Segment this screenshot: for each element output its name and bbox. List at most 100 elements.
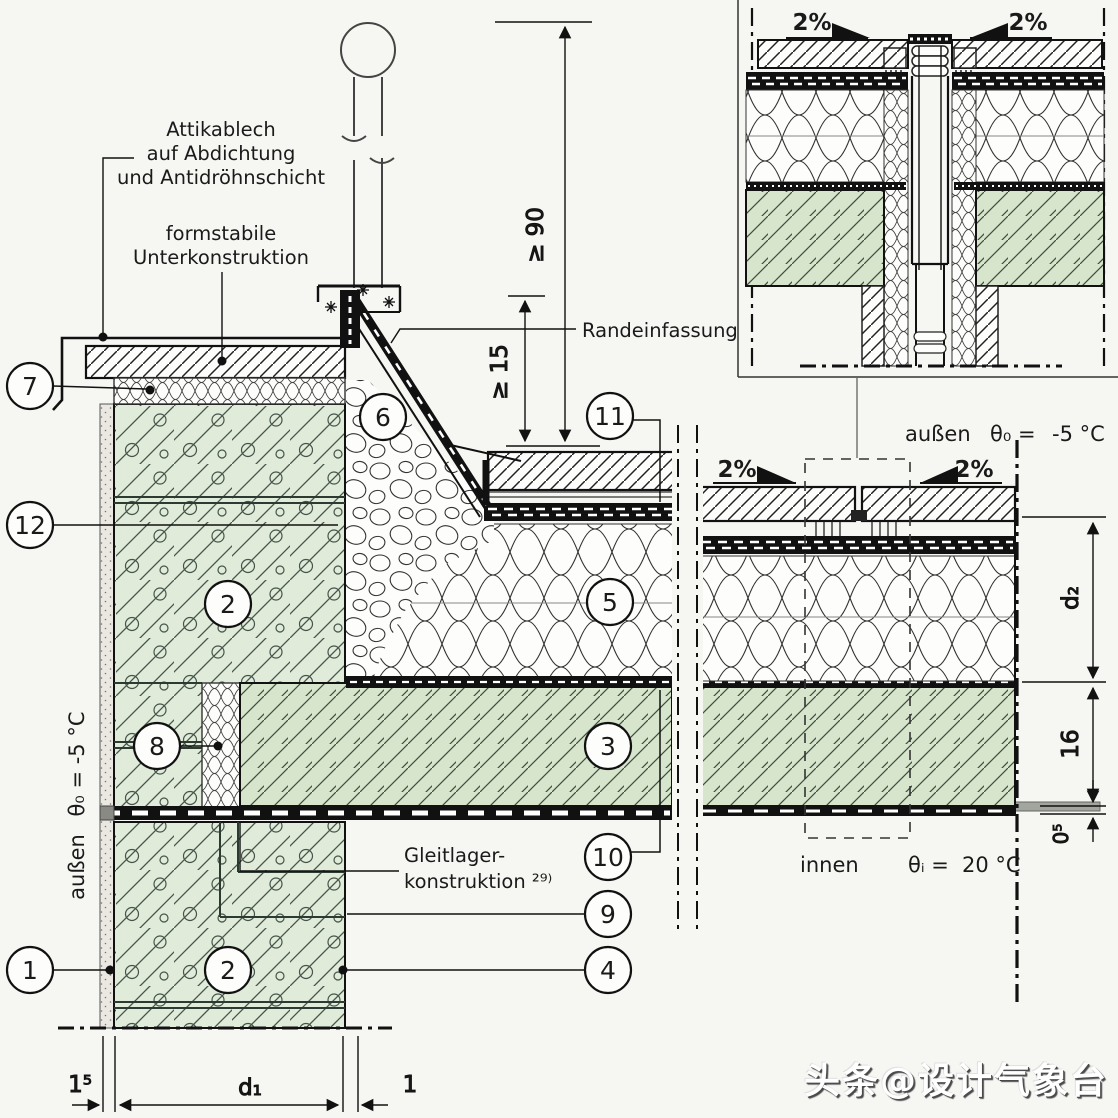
outside-theta: θ₀ =	[990, 422, 1036, 446]
callout-1	[5, 945, 55, 995]
leader-dot	[105, 965, 115, 975]
unterkonstruktion-label-2: Unterkonstruktion	[133, 246, 309, 269]
callout-11	[585, 391, 635, 441]
inset-slope-right-label: 2%	[1008, 10, 1047, 36]
inset-concrete-slab-left	[745, 189, 885, 287]
callout-7	[5, 361, 55, 411]
dim-insulation-thickness: d₂	[1058, 586, 1084, 610]
paving-slab-right-1	[696, 485, 857, 523]
callout-4-number: 4	[600, 956, 616, 985]
pipe-break-icon	[341, 135, 367, 142]
callouts: 7 12 2 8 6 11 5 3 10 9 1 2 4	[5, 361, 661, 995]
leader-dot	[217, 356, 227, 366]
callout-2-upper	[203, 579, 253, 629]
roof-slope-right-label: 2%	[954, 457, 993, 483]
inset-slope-right: 2%	[970, 10, 1052, 39]
inside-theta: θᵢ =	[908, 853, 949, 877]
unterkonstruktion-label-1: formstabile	[166, 222, 276, 245]
callout-10	[583, 832, 633, 882]
concrete-slab-right	[697, 682, 1016, 807]
floor-slab	[99, 676, 1101, 821]
edge-sheet-backing	[344, 306, 481, 518]
inset-paving-slab-right	[951, 39, 1103, 69]
callout-6-number: 6	[375, 403, 391, 432]
watermark: 头条@设计气象台	[803, 1061, 1108, 1102]
attikablech-label-1: Attikablech	[166, 118, 275, 141]
callout-2-lower	[203, 945, 253, 995]
roof-slope-left-label: 2%	[717, 457, 756, 483]
callout-1-number: 1	[22, 956, 38, 985]
masonry-wall-lower	[113, 821, 346, 1029]
callout-3	[583, 721, 633, 771]
dim-render-thickness: 1⁵	[68, 1072, 92, 1098]
dimensions: ≥ 90 ≥ 15 d₂ 16 0⁵ 1⁵ d₁ 1	[68, 21, 1106, 1112]
wall-outside-label: außen	[65, 834, 89, 900]
wall-outside-theta: θ₀ = -5 °C	[65, 712, 89, 817]
paving-slab-left	[486, 450, 680, 492]
slope-arrow-icon	[757, 466, 796, 483]
exterior-render-layer	[99, 403, 115, 1029]
railing-ball-top	[340, 22, 396, 78]
inset-pipe-insulation-left	[883, 89, 909, 367]
outside-label: außen	[905, 422, 971, 446]
callout-5-number: 5	[602, 588, 618, 617]
inset-paving-slab-left	[757, 39, 909, 69]
attikablech-label-3: und Antidröhnschicht	[117, 166, 325, 189]
slope-arrow-icon	[970, 23, 1008, 38]
attikablech-label-2: auf Abdichtung	[147, 142, 296, 165]
dim-edge-height: ≥ 15	[487, 344, 513, 400]
callout-6	[358, 392, 408, 442]
callout-9-number: 9	[600, 900, 616, 929]
dim-rail-height: ≥ 90	[523, 207, 549, 263]
roof-membrane-left	[484, 503, 678, 521]
callout-5	[585, 577, 635, 627]
inside-label: innen	[800, 853, 859, 877]
text-annotations: Attikablech auf Abdichtung und Antidröhn…	[65, 118, 1105, 900]
callout-7-number: 7	[22, 372, 38, 401]
wedge-fill-insulation	[346, 380, 494, 683]
inset-joint-detail: 2% 2%	[737, 0, 1118, 378]
dim-joint-width: 1	[403, 1072, 418, 1098]
inset-drain-fixture	[883, 34, 977, 366]
dim-slab-thickness: 16	[1058, 729, 1084, 758]
roof-right: 2% 2%	[696, 378, 1017, 839]
leader-dot	[338, 965, 348, 975]
weld-mark-icon	[325, 284, 395, 313]
randeinfassung-label: Randeinfassung	[582, 319, 738, 342]
section-break-vertical	[672, 425, 1019, 1005]
leader-dot	[145, 385, 155, 395]
paving-supports	[815, 522, 897, 537]
callout-12-number: 12	[14, 511, 46, 540]
callout-8-number: 8	[149, 732, 165, 761]
callout-2-lower-number: 2	[220, 956, 236, 985]
inset-membrane	[746, 72, 1104, 90]
parapet-flashing	[52, 336, 345, 411]
callout-12	[5, 500, 55, 550]
callout-4	[583, 945, 633, 995]
callout-11-number: 11	[594, 402, 626, 431]
leader-dot	[98, 332, 108, 342]
railing-post	[316, 22, 402, 348]
inside-temp: 20 °C	[962, 853, 1021, 877]
inset-pipe-insulation-right	[951, 89, 977, 367]
callout-3-number: 3	[600, 732, 616, 761]
inset-slope-left-label: 2%	[792, 10, 831, 36]
gleitlager-label-1: Gleitlager-	[404, 844, 505, 867]
roof-slope-left: 2%	[713, 457, 796, 484]
callout-2-upper-number: 2	[220, 590, 236, 619]
coping-substructure	[84, 344, 347, 380]
paving-slab-right-2	[860, 485, 1017, 523]
callout-9	[583, 889, 633, 939]
inset-slope-left: 2%	[786, 10, 870, 39]
inset-concrete-slab-right	[975, 189, 1105, 287]
dim-wall-thickness: d₁	[238, 1075, 262, 1101]
callout-10-number: 10	[592, 843, 624, 872]
inset-reference-box	[804, 458, 911, 839]
gleitlager-label-2: konstruktion ²⁹⁾	[404, 870, 552, 893]
slope-arrow-icon	[832, 23, 870, 38]
slope-arrow-icon	[920, 466, 958, 483]
roof-membrane-right	[698, 536, 1015, 554]
leader-dot	[213, 741, 223, 751]
